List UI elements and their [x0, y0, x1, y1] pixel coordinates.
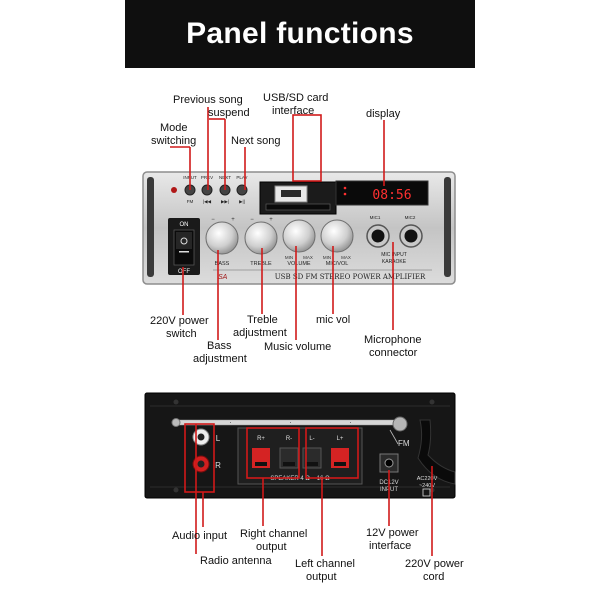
usb-sd-slot[interactable] — [259, 181, 337, 215]
label-ac-1: 220V power — [405, 558, 464, 570]
label-radio-antenna: Radio antenna — [200, 555, 272, 567]
treble-knob — [244, 221, 278, 255]
ac-text-2: ~240V — [419, 483, 435, 489]
mic-jacks[interactable]: MIC1 MIC2 MIC INPUT KARAOKE — [366, 215, 423, 265]
btn-label-play: PLAY — [236, 175, 247, 180]
label-mode-2: switching — [151, 135, 197, 147]
label-next: Next song — [231, 135, 281, 147]
label-treble-1: Treble — [247, 314, 278, 326]
label-usb-1: USB/SD card — [263, 92, 329, 104]
btn-sub-fm: FM — [187, 199, 194, 204]
speaker-caption: SPEAKER 4 Ω ~ 16 Ω — [270, 476, 330, 482]
rca-jacks[interactable]: L R — [192, 428, 221, 473]
label-right-2: output — [256, 541, 287, 553]
label-bass-1: Bass — [207, 340, 232, 352]
micvol-max: MAX — [341, 255, 351, 260]
btn-label-prev: PREV — [201, 175, 213, 180]
right-handle — [444, 177, 451, 277]
rca-label-r: R — [215, 461, 221, 470]
fm-label: FM — [398, 439, 410, 448]
page-title: Panel functions — [186, 17, 414, 50]
term-r-plus: R+ — [257, 436, 265, 442]
display-readout: 08:56 — [372, 188, 411, 203]
brand-mark: SA — [218, 274, 228, 281]
btn-sub-next: ▶▶| — [221, 199, 229, 204]
speaker-terminals[interactable]: R+ R- L- L+ SPEAKER 4 Ω ~ 16 Ω — [237, 427, 363, 485]
title-banner: Panel functions — [125, 0, 475, 68]
knobs[interactable] — [205, 219, 354, 255]
power-off-text: OFF — [178, 269, 190, 275]
rca-label-l: L — [216, 434, 221, 443]
label-power-1: 220V power — [150, 315, 209, 327]
knob-label-micvol: MIC/VOL — [326, 261, 349, 267]
label-suspend: suspend — [208, 107, 250, 119]
callout-lines — [170, 107, 433, 556]
label-music-volume: Music volume — [264, 341, 332, 353]
label-display: display — [366, 108, 401, 120]
label-power-2: switch — [166, 328, 197, 340]
mic1-label: MIC1 — [370, 215, 381, 220]
left-handle — [147, 177, 154, 277]
term-l-plus: L+ — [337, 436, 344, 442]
ac-text-1: AC220V — [417, 476, 438, 482]
bass-knob — [205, 221, 239, 255]
bass-minus: − — [211, 217, 215, 223]
label-prev: Previous song — [173, 94, 243, 106]
label-micvol: mic vol — [316, 314, 351, 326]
label-dc-2: interface — [369, 540, 412, 552]
treble-plus: + — [269, 217, 273, 223]
term-l-minus: L- — [309, 436, 314, 442]
label-left-2: output — [306, 571, 337, 583]
label-right-1: Right channel — [240, 528, 308, 540]
label-mic-connector-1: Microphone — [364, 334, 422, 346]
term-r-minus: R- — [286, 436, 292, 442]
bass-plus: + — [231, 217, 235, 223]
label-mode-1: Mode — [160, 122, 188, 134]
radio-antenna[interactable]: FM — [171, 416, 410, 448]
micvol-knob — [320, 219, 354, 253]
label-dc-1: 12V power — [366, 527, 419, 539]
label-bass-2: adjustment — [193, 353, 247, 365]
knob-label-volume: VOLUME — [287, 261, 311, 267]
label-usb-2: interface — [272, 105, 315, 117]
front-bottom-text: USB SD FM STEREO POWER AMPLIFIER — [275, 273, 426, 281]
ac-power-cord[interactable]: AC220V ~240V — [417, 419, 456, 497]
treble-minus: − — [250, 217, 254, 223]
volume-knob — [282, 219, 316, 253]
power-on-text: ON — [180, 222, 189, 228]
label-treble-2: adjustment — [233, 327, 287, 339]
led-display: 08:56 — [335, 180, 429, 206]
btn-sub-prev: |◀◀ — [203, 199, 212, 204]
front-panel: ON OFF INPUT PREV NEXT PLAY FM |◀◀ ▶▶| ▶… — [142, 171, 456, 285]
knob-label-bass: BASS — [215, 261, 230, 267]
rear-panel: FM L R R+ R- L- L+ SPEAKER — [144, 392, 456, 499]
label-left-1: Left channel — [295, 558, 355, 570]
knob-label-treble: TREBLE — [250, 261, 272, 267]
power-led — [171, 187, 177, 193]
micvol-min: MIN — [323, 255, 331, 260]
mic-caption-2: KARAOKE — [382, 259, 407, 265]
volume-min: MIN — [285, 255, 293, 260]
label-audio-input: Audio input — [172, 530, 228, 542]
btn-sub-play: ▶|| — [239, 199, 245, 204]
label-ac-2: cord — [423, 571, 445, 583]
mic-caption-1: MIC INPUT — [381, 252, 407, 258]
mic2-label: MIC2 — [405, 215, 416, 220]
power-switch[interactable]: ON OFF — [168, 218, 200, 275]
label-mic-connector-2: connector — [369, 347, 418, 359]
volume-max: MAX — [303, 255, 313, 260]
